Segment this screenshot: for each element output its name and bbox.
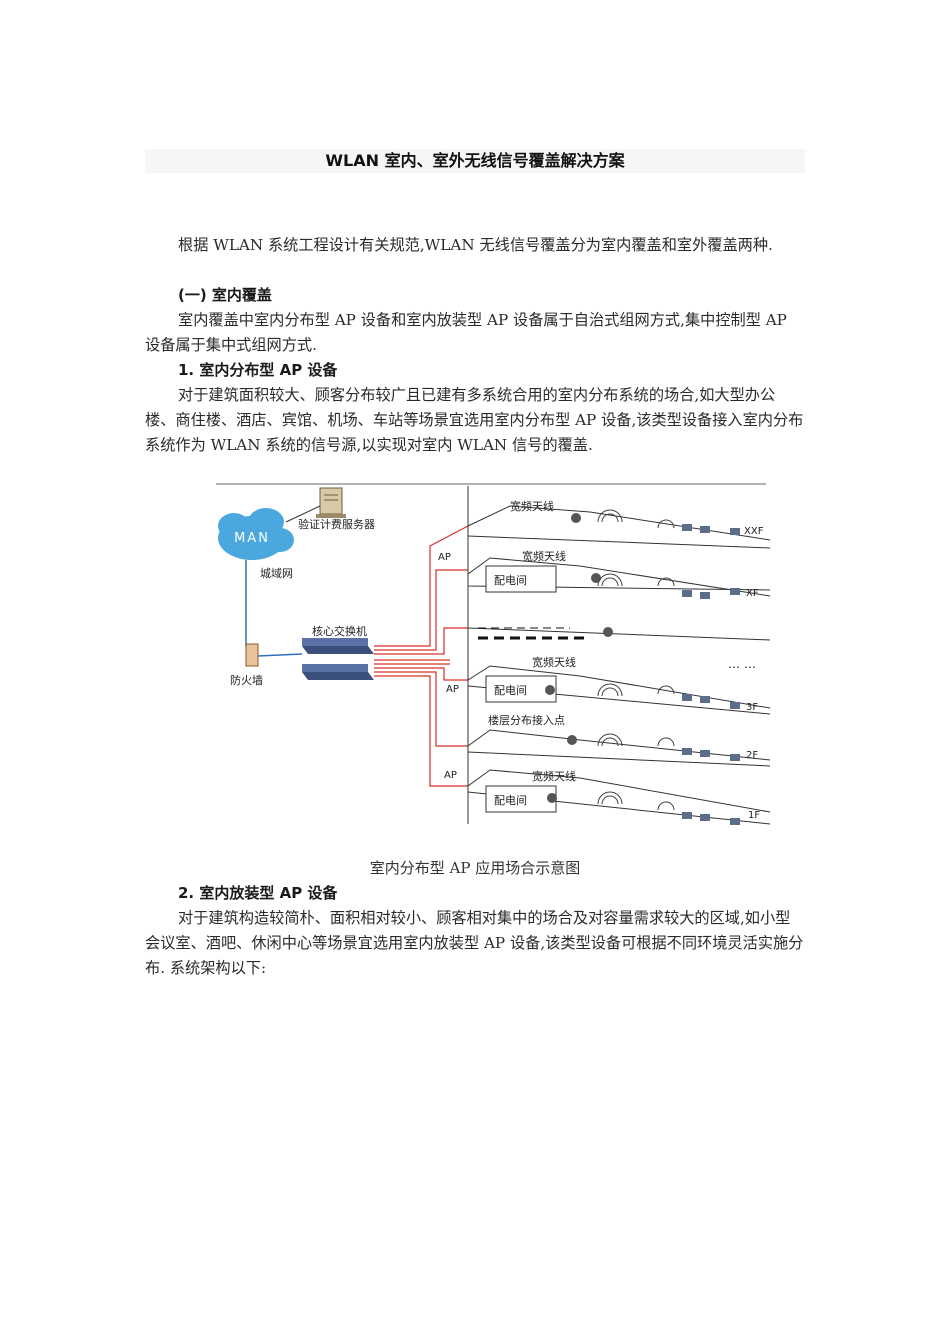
floor-label-2f: 2F xyxy=(746,750,758,761)
metro-network-label: 城域网 xyxy=(260,567,293,580)
core-switch-label: 核心交换机 xyxy=(312,624,367,638)
room-label-3: 配电间 xyxy=(494,794,527,807)
server-label: 验证计费服务器 xyxy=(298,517,375,531)
subheading-ceiling-ap: 2. 室内放装型 AP 设备 xyxy=(178,884,338,902)
floor-lines xyxy=(467,486,770,825)
antenna-icons xyxy=(545,513,613,803)
signal-wave-icons xyxy=(597,509,675,811)
laptop-icons xyxy=(682,524,740,825)
wideband-antenna-label-3: 宽频天线 xyxy=(532,655,576,669)
indoor-paragraph: 室内覆盖中室内分布型 AP 设备和室内放装型 AP 设备属于自治式组网方式,集中… xyxy=(145,311,787,354)
floor-label-3f: 3F xyxy=(746,702,758,713)
document-title: WLAN 室内、室外无线信号覆盖解决方案 xyxy=(145,149,805,173)
room-label-2: 配电间 xyxy=(494,684,527,697)
floor-label-xxf: XXF xyxy=(744,526,764,537)
red-uplinks xyxy=(374,525,469,787)
ap-label-mid: AP xyxy=(446,684,459,695)
distribution-room-box xyxy=(485,675,557,703)
network-diagram: MAN 城域网 验证计费服务器 防火墙 核心交换机 AP AP AP xyxy=(216,483,770,825)
firewall-icon xyxy=(245,643,259,667)
wideband-antenna-label-1: 宽频天线 xyxy=(510,499,554,513)
section-heading-indoor: (一) 室内覆盖 xyxy=(178,286,272,304)
intro-paragraph: 根据 WLAN 系统工程设计有关规范,WLAN 无线信号覆盖分为室内覆盖和室外覆… xyxy=(178,236,773,254)
ceiling-ap-paragraph: 对于建筑构造较简朴、面积相对较小、顾客相对集中的场合及对容量需求较大的区域,如小… xyxy=(145,909,804,977)
firewall-label: 防火墙 xyxy=(230,673,263,687)
room-label-1: 配电间 xyxy=(494,574,527,587)
firewall-switch-link xyxy=(257,653,303,657)
server-icon xyxy=(316,487,346,518)
floor-label-xf: XF xyxy=(746,588,759,599)
distribution-room-box xyxy=(485,785,557,813)
man-cloud-icon xyxy=(218,508,294,560)
man-label: MAN xyxy=(234,531,270,546)
floor-label-1f: 1F xyxy=(748,810,760,821)
ap-label-top: AP xyxy=(438,552,451,563)
wideband-antenna-label-4: 宽频天线 xyxy=(532,769,576,783)
distributed-ap-paragraph: 对于建筑面积较大、顾客分布较广且已建有多系统合用的室内分布系统的场合,如大型办公… xyxy=(145,386,804,454)
floor-access-label: 楼层分布接入点 xyxy=(488,713,565,727)
ellipsis-label: … … xyxy=(728,657,756,671)
figure-caption: 室内分布型 AP 应用场合示意图 xyxy=(369,859,581,877)
distribution-room-box xyxy=(485,565,557,593)
cloud-server-link xyxy=(285,505,321,523)
core-switch-icon xyxy=(302,638,374,680)
wideband-antenna-label-2: 宽频天线 xyxy=(522,549,566,563)
cloud-firewall-link xyxy=(245,560,249,651)
subheading-distributed-ap: 1. 室内分布型 AP 设备 xyxy=(178,361,338,379)
ap-label-low: AP xyxy=(444,770,457,781)
